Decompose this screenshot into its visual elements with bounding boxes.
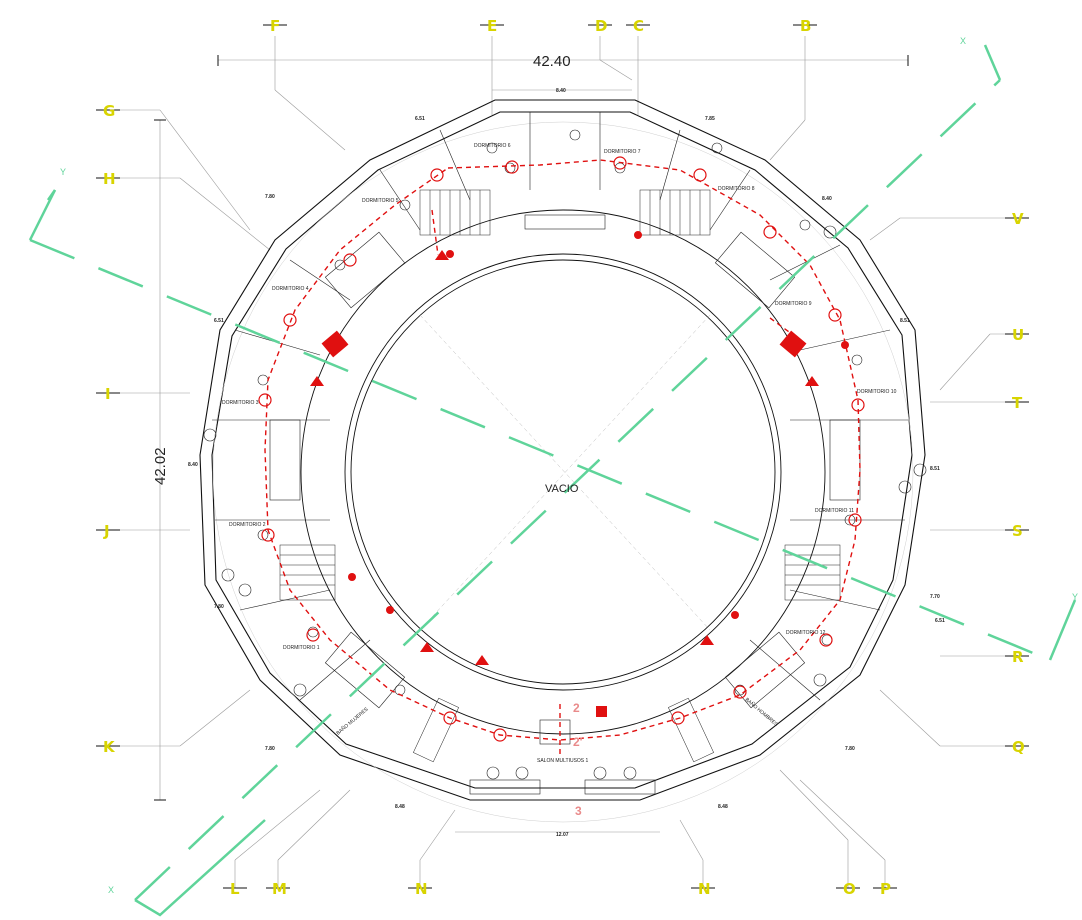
room-label-dormitorio-12: DORMITORIO 12 xyxy=(786,630,826,636)
svg-text:6.51: 6.51 xyxy=(935,618,945,624)
room-label-dormitorio-4: DORMITORIO 4 xyxy=(272,286,309,292)
room-label-dormitorio-5: DORMITORIO 5 xyxy=(362,198,399,204)
evacuation-nodes xyxy=(258,156,865,742)
void-diagonals xyxy=(419,314,711,631)
svg-text:L: L xyxy=(230,880,240,898)
svg-text:T: T xyxy=(1012,394,1023,412)
svg-text:U: U xyxy=(1012,326,1024,344)
svg-text:Y: Y xyxy=(60,167,66,177)
room-partitions xyxy=(212,112,908,795)
evacuation-numbers: 2 2' 3 xyxy=(573,701,583,818)
svg-text:2': 2' xyxy=(573,735,583,749)
room-label-dormitorio-3: DORMITORIO 3 xyxy=(222,400,259,406)
axis-labels-bottom: L M N N O P xyxy=(223,880,897,898)
svg-text:C: C xyxy=(633,17,644,35)
svg-text:8.51: 8.51 xyxy=(900,318,910,324)
svg-text:V: V xyxy=(1012,210,1024,228)
svg-text:8.48: 8.48 xyxy=(395,804,405,810)
svg-text:H: H xyxy=(103,170,116,188)
room-label-dormitorio-11: DORMITORIO 11 xyxy=(815,508,854,514)
room-label-salon-multiusos: SALON MULTIUSOS 1 xyxy=(537,758,589,764)
svg-text:D: D xyxy=(595,17,607,35)
overall-width-label: 42.40 xyxy=(533,53,571,70)
svg-text:Q: Q xyxy=(1012,738,1025,756)
section-ends xyxy=(28,44,1077,917)
axis-labels-left: G H I J K xyxy=(96,102,120,756)
room-label-bano-hombres: BAÑO HOMBRES xyxy=(744,696,780,728)
stairs xyxy=(279,189,841,763)
room-label-dormitorio-10: DORMITORIO 10 xyxy=(857,389,897,395)
svg-text:6.51: 6.51 xyxy=(415,116,425,122)
svg-text:8.40: 8.40 xyxy=(822,196,832,202)
outer-walls xyxy=(199,99,926,801)
axis-lines xyxy=(120,36,1010,888)
safety-markers xyxy=(310,231,849,717)
room-label-dormitorio-7: DORMITORIO 7 xyxy=(604,149,641,155)
svg-text:E: E xyxy=(487,17,497,35)
svg-text:R: R xyxy=(1012,648,1024,666)
svg-text:N: N xyxy=(415,880,428,898)
room-label-dormitorio-8: DORMITORIO 8 xyxy=(718,186,755,192)
svg-text:6.51: 6.51 xyxy=(214,318,224,324)
svg-text:X: X xyxy=(960,36,966,46)
svg-text:7.80: 7.80 xyxy=(265,746,275,752)
dimension-ticks xyxy=(154,55,909,801)
svg-text:I: I xyxy=(105,385,111,403)
inner-walls xyxy=(212,121,914,823)
svg-text:3: 3 xyxy=(575,804,582,818)
bottom-dim-label: 12.07 xyxy=(556,832,569,838)
evacuation-route xyxy=(264,159,861,755)
svg-text:K: K xyxy=(103,738,116,756)
svg-text:M: M xyxy=(272,880,287,898)
section-lines xyxy=(29,79,1051,901)
svg-text:2: 2 xyxy=(573,701,580,715)
room-label-dormitorio-2: DORMITORIO 2 xyxy=(229,522,266,528)
segment-dims: 6.51 7.85 7.80 8.40 8.51 6.51 8.40 8.51 … xyxy=(188,116,945,810)
svg-text:7.80: 7.80 xyxy=(265,194,275,200)
room-label-dormitorio-6: DORMITORIO 6 xyxy=(474,143,511,149)
svg-text:8.40: 8.40 xyxy=(188,462,198,468)
room-label-dormitorio-1: DORMITORIO 1 xyxy=(283,645,320,651)
svg-text:J: J xyxy=(103,522,110,540)
void-label: VACIO xyxy=(545,483,579,495)
svg-text:O: O xyxy=(843,880,856,898)
axis-labels-top: F E D C B xyxy=(263,17,817,35)
svg-text:8.51: 8.51 xyxy=(930,466,940,472)
top-dim-label: 8.40 xyxy=(556,88,566,94)
furniture-symbols xyxy=(203,129,927,780)
svg-text:N: N xyxy=(698,880,711,898)
svg-text:S: S xyxy=(1012,522,1023,540)
axis-labels-right: V U T S R Q xyxy=(1005,210,1029,756)
svg-text:7.85: 7.85 xyxy=(705,116,715,122)
section-marks: X X Y Y xyxy=(60,36,1078,895)
svg-text:X: X xyxy=(108,885,114,895)
svg-text:7.80: 7.80 xyxy=(214,604,224,610)
svg-text:7.70: 7.70 xyxy=(930,594,940,600)
svg-text:7.80: 7.80 xyxy=(845,746,855,752)
svg-text:B: B xyxy=(800,17,811,35)
svg-text:P: P xyxy=(880,880,891,898)
overall-height-label: 42.02 xyxy=(152,447,169,485)
room-label-bano-mujeres: BAÑO MUJERES xyxy=(335,705,370,736)
room-label-dormitorio-9: DORMITORIO 9 xyxy=(775,301,812,307)
svg-text:Y: Y xyxy=(1072,592,1078,602)
svg-text:8.48: 8.48 xyxy=(718,804,728,810)
svg-text:G: G xyxy=(103,102,115,120)
svg-text:F: F xyxy=(270,17,280,35)
